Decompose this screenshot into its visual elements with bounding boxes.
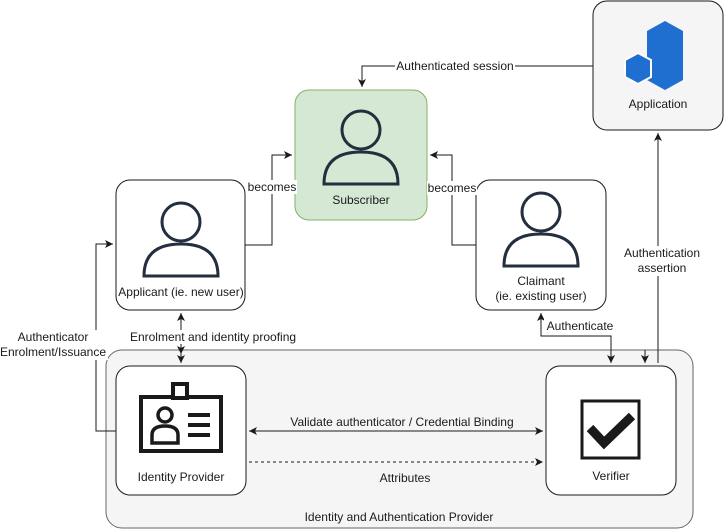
application-icon	[624, 21, 683, 90]
subscriber-label: Subscriber	[332, 193, 389, 207]
subscriber-person-icon	[322, 109, 400, 186]
authenticate-label: Authenticate	[547, 319, 614, 333]
authenticator-label-line1: Authenticator	[18, 330, 89, 344]
claimant-label-line2: (ie. existing user)	[495, 289, 586, 303]
edge-authentication-assertion: Authentication assertion	[620, 133, 704, 363]
application-label: Application	[629, 97, 688, 111]
edge-enrolment: Enrolment and identity proofing	[129, 313, 299, 363]
edge-authenticate: Authenticate	[537, 313, 616, 363]
edge-authenticator-issuance: Authenticator Enrolment/Issuance	[0, 240, 116, 432]
enrolment-label: Enrolment and identity proofing	[130, 330, 296, 344]
becomes-left-label: becomes	[248, 180, 297, 194]
validate-label: Validate authenticator / Credential Bind…	[290, 415, 513, 429]
claimant-label-line1: Claimant	[517, 274, 565, 288]
identity-provider-label: Identity Provider	[138, 470, 225, 484]
becomes-right-label: becomes	[428, 181, 477, 195]
applicant-node[interactable]: Applicant (ie. new user)	[115, 179, 246, 311]
assertion-label-line1: Authentication	[624, 246, 700, 260]
applicant-label: Applicant (ie. new user)	[118, 285, 243, 299]
identity-provider-node[interactable]: Identity Provider	[115, 365, 247, 496]
subscriber-node[interactable]: Subscriber	[294, 89, 428, 221]
verifier-node[interactable]: Verifier	[545, 365, 677, 496]
applicant-person-icon	[142, 201, 220, 278]
checkmark-icon	[580, 399, 641, 460]
edge-attributes: Attributes	[249, 458, 543, 485]
edge-authenticated-session: Authenticated session	[358, 59, 593, 87]
claimant-node[interactable]: Claimant (ie. existing user)	[475, 179, 607, 311]
attributes-label: Attributes	[380, 471, 431, 485]
edge-becomes-right: becomes	[427, 151, 477, 246]
claimant-person-icon	[502, 191, 580, 268]
assertion-label-line2: assertion	[638, 261, 687, 275]
verifier-label: Verifier	[592, 469, 629, 483]
id-card-icon	[139, 382, 223, 453]
edge-becomes-left: becomes	[245, 151, 297, 246]
edge-validate-authenticator: Validate authenticator / Credential Bind…	[249, 415, 543, 435]
application-node[interactable]: Application	[592, 0, 724, 131]
container-label: Identity and Authentication Provider	[305, 510, 494, 524]
authenticator-label-line2: Enrolment/Issuance	[0, 345, 106, 359]
authenticated-session-label: Authenticated session	[396, 59, 513, 73]
